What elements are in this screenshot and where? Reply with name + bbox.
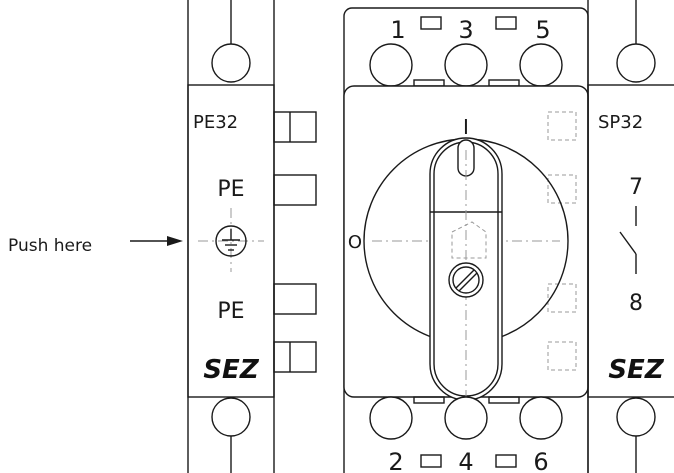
push-here-callout: Push here: [8, 236, 183, 256]
rotary-handle[interactable]: [429, 137, 503, 401]
right-bottom-terminal-screw: [616, 397, 656, 437]
left-auxiliary-module: PE32 PE PE SEZ: [187, 0, 317, 473]
off-position-mark: O: [348, 232, 362, 253]
right-module-terminal-8: 8: [629, 291, 643, 316]
bottom-terminal-block: 2 4 6: [369, 396, 563, 473]
terminal-screw-4: [444, 396, 488, 440]
terminal-label-2: 2: [388, 448, 403, 473]
top-terminal-block: 1 3 5: [369, 16, 563, 87]
push-here-label: Push here: [8, 236, 92, 256]
right-top-terminal-screw: [616, 43, 656, 83]
on-position-mark: I: [463, 115, 469, 139]
left-module-side-tabs: [273, 111, 317, 373]
left-module-pe-top: PE: [217, 177, 244, 202]
left-module-pe-bottom: PE: [217, 299, 244, 324]
contact-switch-symbol-icon: [619, 206, 637, 274]
terminal-label-5: 5: [535, 16, 550, 44]
terminal-screw-5: [519, 43, 563, 87]
terminal-label-6: 6: [533, 448, 548, 473]
left-bottom-terminal-screw: [211, 397, 251, 437]
main-switch-body: 1 3 5 I O: [343, 7, 589, 473]
left-module-brand-logo: SEZ: [203, 355, 259, 385]
right-module-model: SP32: [598, 112, 643, 133]
terminal-screw-1: [369, 43, 413, 87]
left-module-model: PE32: [193, 112, 238, 133]
ground-symbol-icon: [198, 208, 264, 272]
right-module-terminal-7: 7: [629, 175, 643, 200]
handle-screw-icon: [448, 262, 484, 298]
push-arrow-icon: [167, 236, 183, 246]
terminal-screw-6: [519, 396, 563, 440]
terminal-label-1: 1: [390, 16, 405, 44]
terminal-label-3: 3: [458, 16, 473, 44]
terminal-screw-3: [444, 43, 488, 87]
terminal-screw-2: [369, 396, 413, 440]
front-plate-hidden-lines: [547, 111, 577, 371]
right-module-brand-logo: SEZ: [608, 355, 664, 385]
right-auxiliary-module: SP32 7 8 SEZ: [587, 0, 674, 473]
left-top-terminal-screw: [211, 43, 251, 83]
terminal-label-4: 4: [458, 448, 473, 473]
